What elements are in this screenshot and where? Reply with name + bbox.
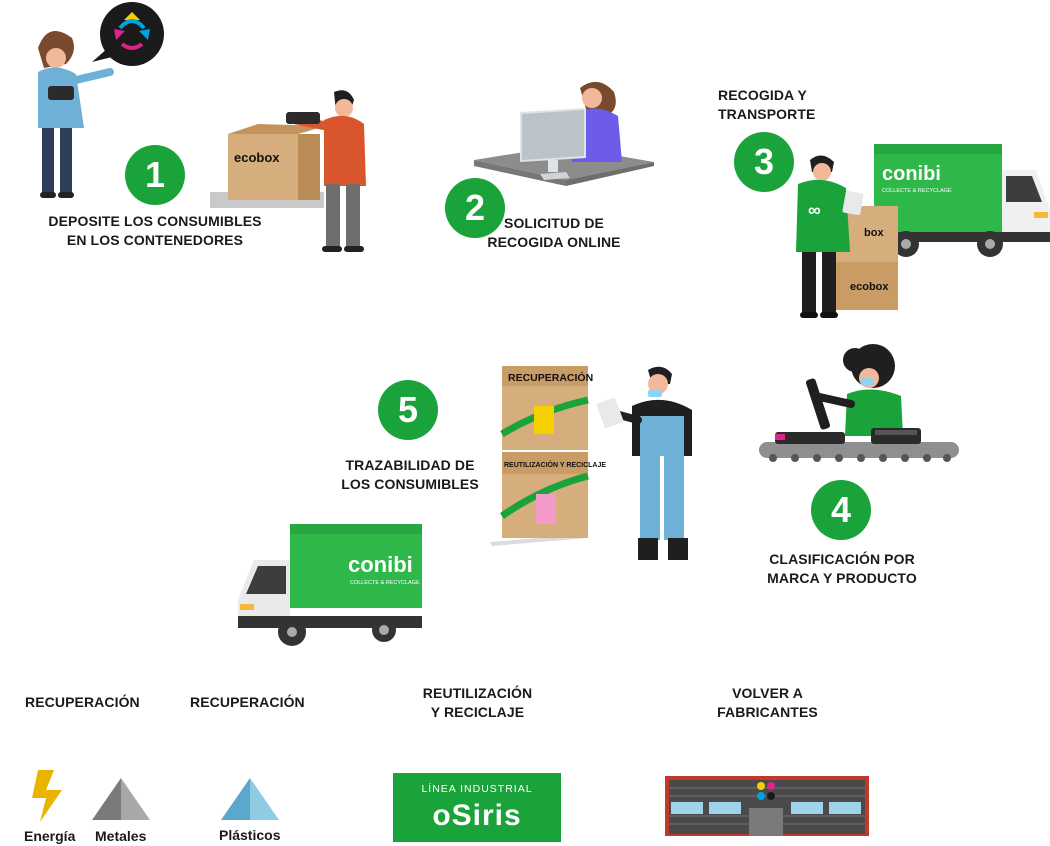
lightning-icon (32, 770, 62, 822)
step-1-caption: DEPOSITE LOS CONSUMIBLES EN LOS CONTENED… (48, 213, 262, 248)
svg-text:box: box (864, 227, 884, 239)
outcome-2-title: RECUPERACIÓN (190, 694, 305, 710)
box-label-top: RECUPERACIÓN (508, 371, 593, 384)
metal-pyramid-icon (92, 778, 150, 820)
step-2-badge: 2 (445, 178, 505, 238)
traceability-boxes-illustration: RECUPERACIÓN REUTILIZACIÓN Y RECICLAJE (490, 366, 692, 560)
step-5-caption: TRAZABILIDAD DE LOS CONSUMIBLES (341, 457, 479, 492)
box-label-bottom: REUTILIZACIÓN Y RECICLAJE (504, 460, 606, 469)
osiris-line1: LÍNEA INDUSTRIAL (421, 783, 533, 795)
conibi-logo: conibi (882, 163, 941, 185)
online-request-illustration (474, 81, 654, 186)
step-2-caption: SOLICITUD DE RECOGIDA ONLINE (487, 215, 621, 250)
plastic-pyramid-icon (221, 778, 279, 820)
osiris-line2: oSiris (432, 799, 522, 832)
step-3-caption: RECOGIDA Y TRANSPORTE (718, 87, 816, 122)
outcome-1-title: RECUPERACIÓN (25, 694, 140, 710)
outcome-4-title: VOLVER A FABRICANTES (717, 685, 818, 720)
ecobox-logo: ecobox (234, 150, 280, 165)
osiris-logo: LÍNEA INDUSTRIAL oSiris (393, 773, 561, 842)
svg-text:ecobox: ecobox (850, 281, 889, 293)
step-1-badge: 1 (125, 145, 185, 205)
factory-icon (665, 776, 869, 836)
svg-text:∞: ∞ (808, 200, 821, 220)
ecobox-deposit-illustration: ecobox (210, 90, 366, 252)
metales-label: Metales (95, 828, 147, 844)
energia-label: Energía (24, 828, 76, 844)
outcome-3-title: REUTILIZACIÓN Y RECICLAJE (422, 685, 533, 720)
conibi-tagline: COLLECTE & RECYCLAGE (882, 188, 952, 194)
svg-text:COLLECTE & RECYCLAGE: COLLECTE & RECYCLAGE (350, 580, 420, 586)
step-4-badge: 4 (811, 480, 871, 540)
conibi-logo-return: conibi (348, 552, 413, 577)
recycle-icon (114, 12, 150, 50)
step-3-badge: 3 (734, 132, 794, 192)
step-5-badge: 5 (378, 380, 438, 440)
sorting-conveyor-illustration (759, 344, 959, 462)
plasticos-label: Plásticos (219, 827, 281, 843)
woman-speech-illustration (38, 2, 164, 198)
step-4-caption: CLASIFICACIÓN POR MARCA Y PRODUCTO (767, 551, 917, 586)
return-truck-illustration: conibi COLLECTE & RECYCLAGE (238, 524, 422, 646)
collection-truck-illustration: conibi COLLECTE & RECYCLAGE box ecobox ∞ (796, 144, 1050, 318)
